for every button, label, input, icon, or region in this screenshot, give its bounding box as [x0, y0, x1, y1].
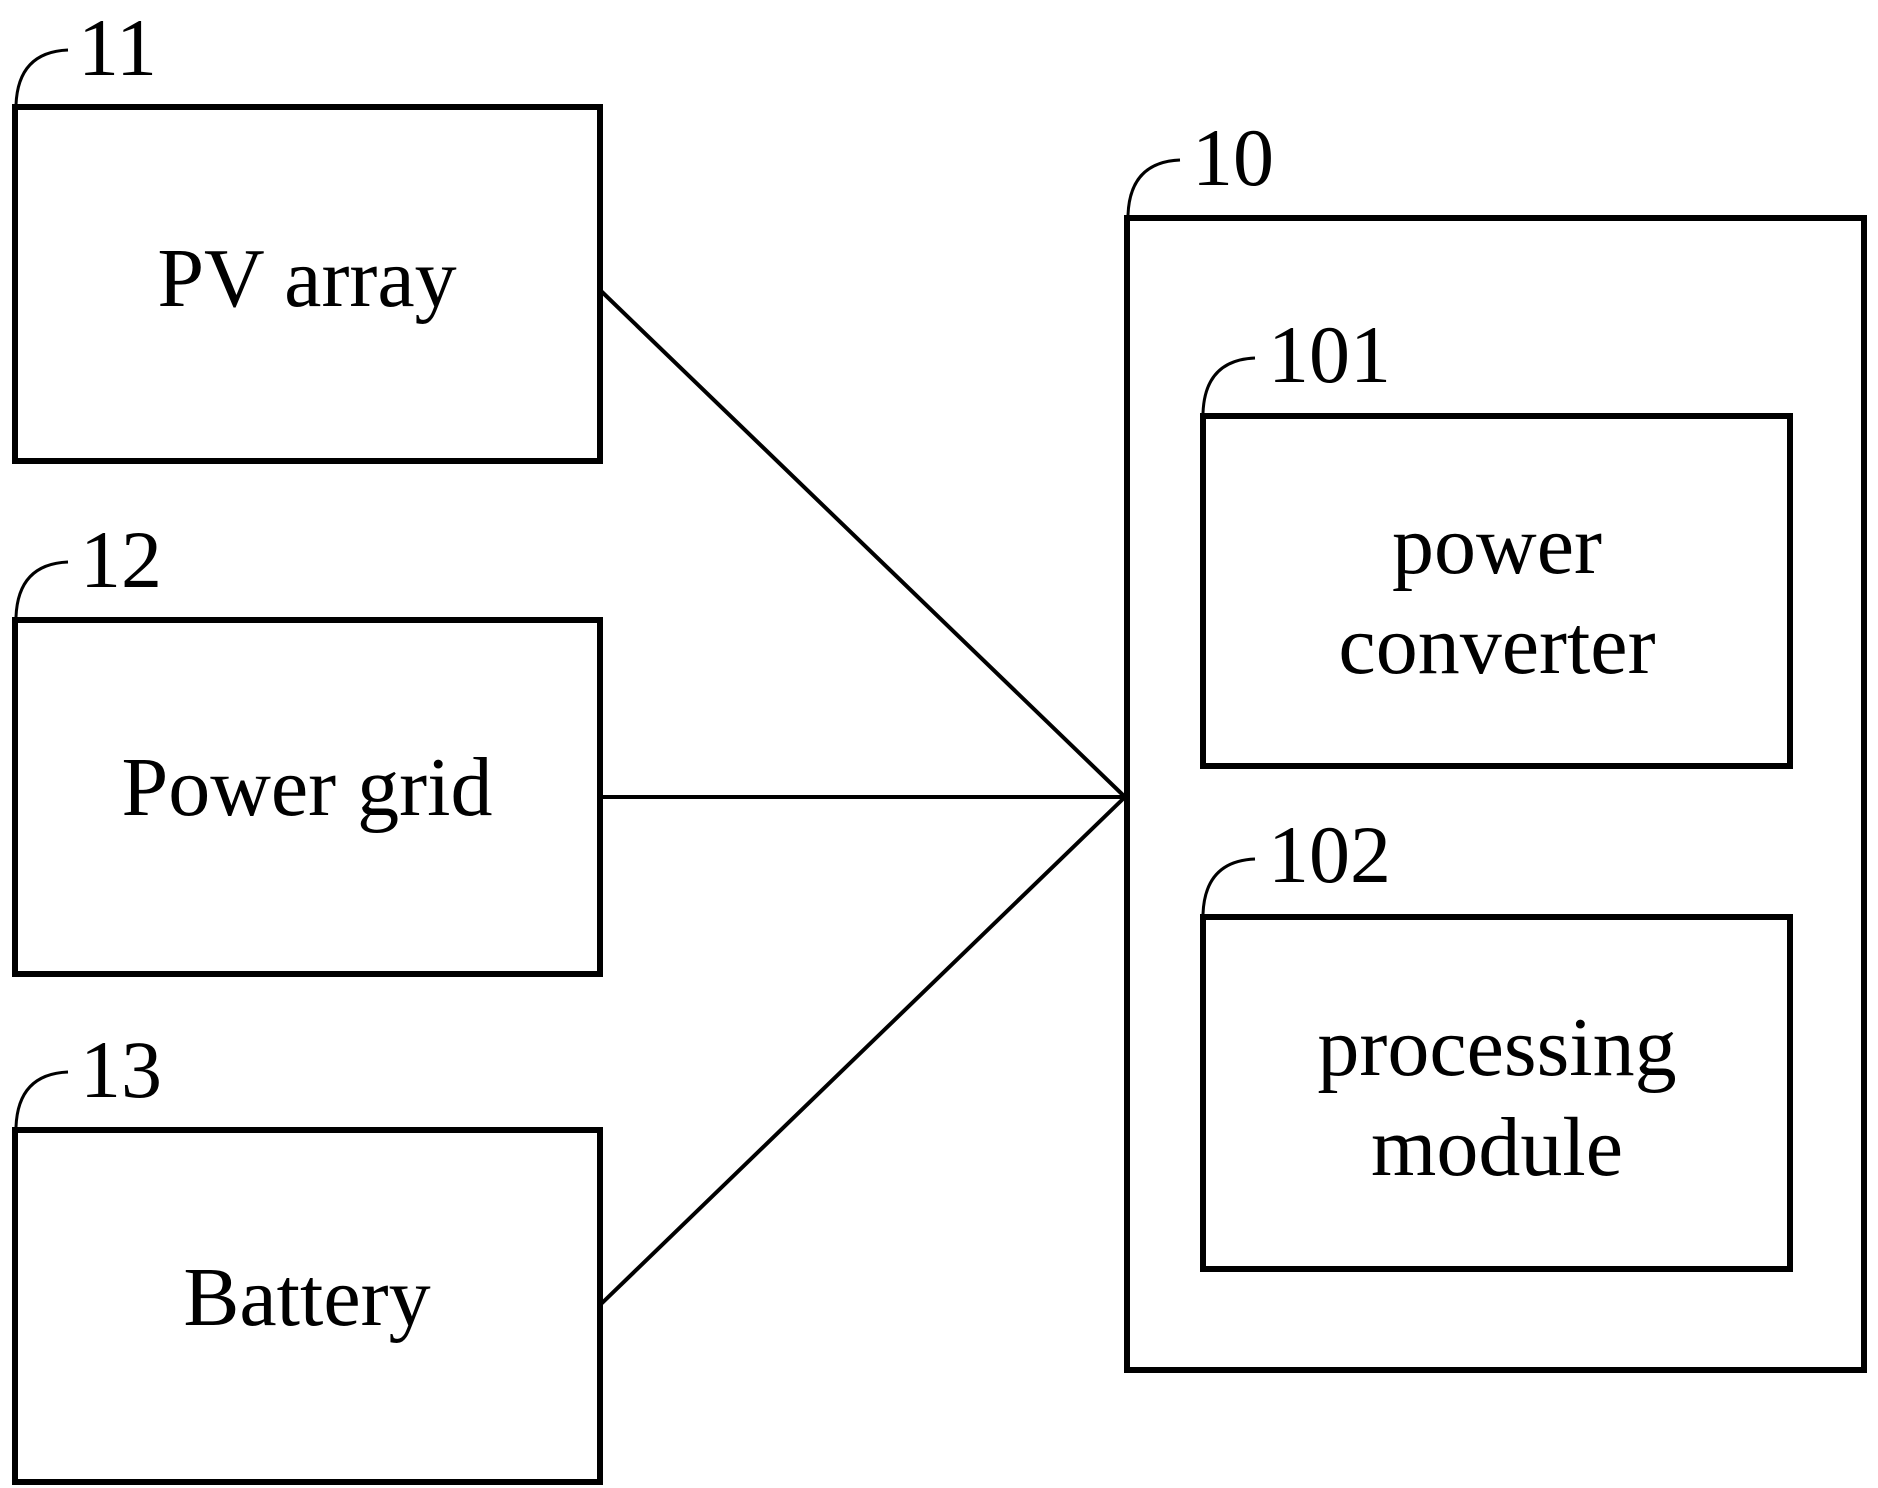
power-converter-label-line1: power — [1392, 499, 1602, 592]
processing-module-ref: 102 — [1268, 809, 1391, 900]
device-ref: 10 — [1192, 112, 1274, 203]
processing-module-label-line2: module — [1371, 1101, 1623, 1194]
processing-module-label-line1: processing — [1317, 1001, 1676, 1094]
battery-ref: 13 — [80, 1024, 162, 1115]
power-grid-leader — [16, 562, 68, 617]
battery-label: Battery — [183, 1251, 430, 1344]
power-converter-label-line2: converter — [1338, 599, 1655, 692]
connector-pv-to-device — [600, 290, 1125, 797]
pv-array-ref: 11 — [78, 2, 157, 93]
device-leader — [1128, 160, 1180, 215]
battery-block: 13 Battery — [15, 1024, 600, 1482]
connector-battery-to-device — [600, 797, 1125, 1305]
power-grid-label: Power grid — [122, 741, 493, 834]
pv-array-label: PV array — [157, 232, 456, 325]
power-converter-ref: 101 — [1268, 309, 1391, 400]
pv-array-leader — [16, 50, 68, 105]
power-grid-block: 12 Power grid — [15, 514, 600, 974]
power-grid-ref: 12 — [80, 514, 162, 605]
device-block: 10 101 power converter 102 processing mo… — [1127, 112, 1864, 1370]
battery-leader — [16, 1072, 68, 1127]
pv-array-block: 11 PV array — [15, 2, 600, 461]
